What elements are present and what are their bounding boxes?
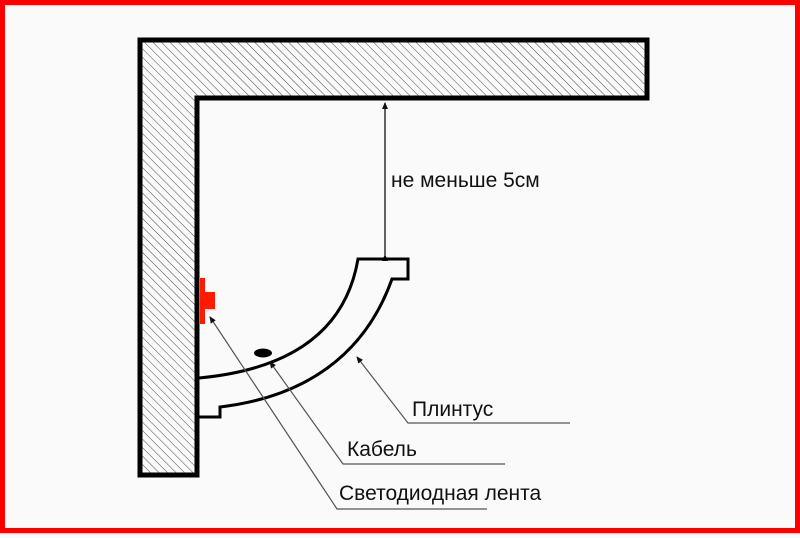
led-strip-leader-line (209, 316, 487, 510)
cable-label: Кабель (347, 438, 417, 461)
molding-label: Плинтус (412, 398, 493, 421)
cable-leader-line (269, 361, 505, 465)
wall-ceiling-section (137, 37, 650, 478)
clearance-label: не меньше 5см (391, 169, 540, 192)
molding-leader-line (356, 356, 570, 424)
led-strip-label: Светодиодная лента (339, 482, 542, 505)
led-strip (200, 278, 215, 324)
molding-profile (198, 257, 410, 419)
ceiling-molding-diagram: не меньше 5см Плинтус Кабель Светодиодна… (137, 37, 650, 510)
cable (254, 348, 272, 358)
